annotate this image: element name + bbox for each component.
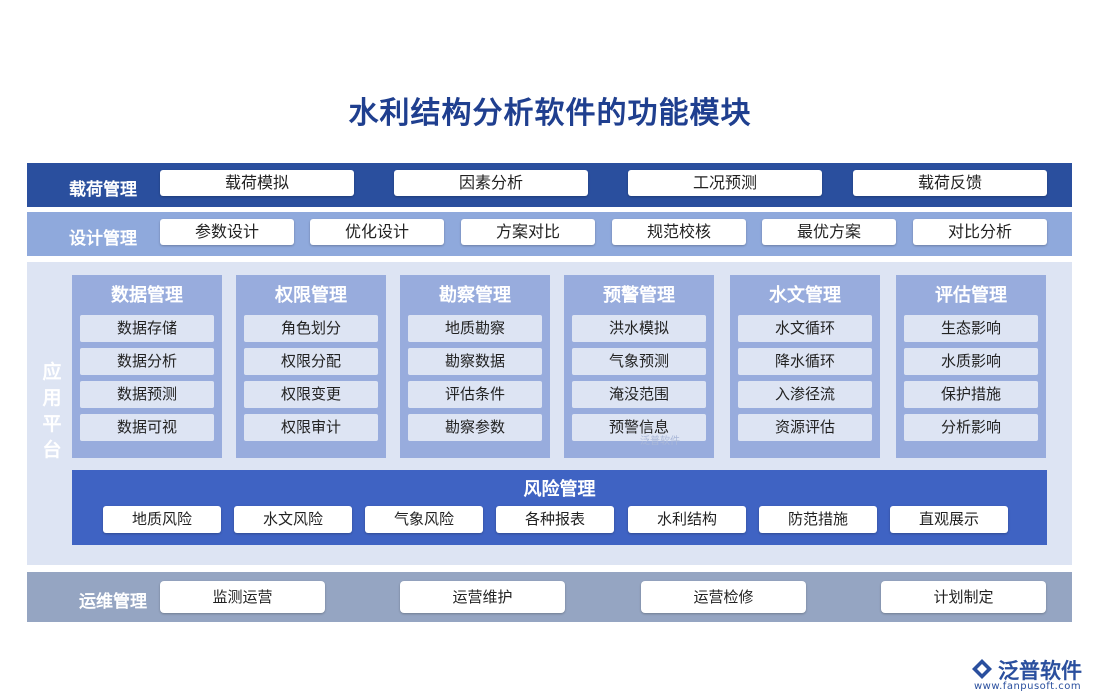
- module-item[interactable]: 资源评估: [738, 414, 872, 441]
- module-item[interactable]: 水质影响: [904, 348, 1038, 375]
- load-management-band: 载荷管理 载荷模拟 因素分析 工况预测 载荷反馈: [27, 163, 1072, 207]
- platform-label-char: 应: [42, 361, 62, 383]
- module-item[interactable]: 降水循环: [738, 348, 872, 375]
- module-hydrology-management: 水文管理 水文循环 降水循环 入渗径流 资源评估: [730, 275, 880, 458]
- risk-item[interactable]: 地质风险: [103, 506, 221, 533]
- design-item[interactable]: 方案对比: [461, 219, 595, 245]
- risk-management-panel: 风险管理 地质风险 水文风险 气象风险 各种报表 水利结构 防范措施 直观展示: [72, 470, 1047, 545]
- design-item[interactable]: 最优方案: [762, 219, 896, 245]
- ops-item[interactable]: 运营检修: [641, 581, 806, 613]
- module-data-management: 数据管理 数据存储 数据分析 数据预测 数据可视: [72, 275, 222, 458]
- risk-management-title: 风险管理: [523, 479, 596, 500]
- module-item[interactable]: 勘察数据: [408, 348, 542, 375]
- module-item[interactable]: 水文循环: [738, 315, 872, 342]
- load-management-label: 载荷管理: [69, 180, 137, 200]
- module-item[interactable]: 权限变更: [244, 381, 378, 408]
- risk-item[interactable]: 气象风险: [365, 506, 483, 533]
- load-item[interactable]: 因素分析: [394, 170, 588, 196]
- module-item[interactable]: 淹没范围: [572, 381, 706, 408]
- module-item[interactable]: 入渗径流: [738, 381, 872, 408]
- module-item[interactable]: 保护措施: [904, 381, 1038, 408]
- risk-item[interactable]: 水文风险: [234, 506, 352, 533]
- operations-management-band: 运维管理 监测运营 运营维护 运营检修 计划制定: [27, 572, 1072, 622]
- module-item[interactable]: 预警信息: [572, 414, 706, 441]
- design-management-label: 设计管理: [69, 229, 137, 249]
- application-platform-band: 应 用 平 台 数据管理 数据存储 数据分析 数据预测 数据可视 权限管理 角色…: [27, 262, 1072, 565]
- module-title: 勘察管理: [439, 285, 511, 306]
- module-item[interactable]: 权限审计: [244, 414, 378, 441]
- module-item[interactable]: 数据分析: [80, 348, 214, 375]
- ops-item[interactable]: 监测运营: [160, 581, 325, 613]
- module-item[interactable]: 勘察参数: [408, 414, 542, 441]
- platform-label-char: 用: [42, 387, 62, 409]
- module-assessment-management: 评估管理 生态影响 水质影响 保护措施 分析影响: [896, 275, 1046, 458]
- module-item[interactable]: 数据可视: [80, 414, 214, 441]
- design-item[interactable]: 优化设计: [310, 219, 444, 245]
- brand-name: 泛普软件: [998, 659, 1082, 683]
- design-item[interactable]: 对比分析: [913, 219, 1047, 245]
- ops-item[interactable]: 计划制定: [881, 581, 1046, 613]
- watermark-text: 泛普软件: [640, 436, 680, 447]
- module-title: 预警管理: [603, 285, 675, 306]
- brand-logo: 泛普软件 www.fanpusoft.com: [970, 655, 1095, 695]
- module-item[interactable]: 数据存储: [80, 315, 214, 342]
- platform-label-char: 平: [42, 413, 62, 435]
- module-permission-management: 权限管理 角色划分 权限分配 权限变更 权限审计: [236, 275, 386, 458]
- module-item[interactable]: 洪水模拟: [572, 315, 706, 342]
- module-title: 权限管理: [275, 285, 347, 306]
- risk-item[interactable]: 防范措施: [759, 506, 877, 533]
- module-item[interactable]: 气象预测: [572, 348, 706, 375]
- module-item[interactable]: 分析影响: [904, 414, 1038, 441]
- risk-item[interactable]: 水利结构: [628, 506, 746, 533]
- brand-logo-icon: [972, 659, 992, 679]
- page-title: 水利结构分析软件的功能模块: [348, 96, 752, 131]
- design-item[interactable]: 参数设计: [160, 219, 294, 245]
- module-title: 数据管理: [111, 285, 183, 306]
- module-title: 评估管理: [935, 285, 1007, 306]
- module-item[interactable]: 生态影响: [904, 315, 1038, 342]
- module-warning-management: 预警管理 洪水模拟 气象预测 淹没范围 预警信息: [564, 275, 714, 458]
- operations-management-label: 运维管理: [79, 592, 147, 612]
- platform-label-char: 台: [42, 439, 62, 461]
- module-item[interactable]: 评估条件: [408, 381, 542, 408]
- design-management-band: 设计管理 参数设计 优化设计 方案对比 规范校核 最优方案 对比分析: [27, 212, 1072, 256]
- module-item[interactable]: 数据预测: [80, 381, 214, 408]
- risk-item[interactable]: 直观展示: [890, 506, 1008, 533]
- risk-item[interactable]: 各种报表: [496, 506, 614, 533]
- application-platform-label: 应 用 平 台: [39, 359, 65, 463]
- module-item[interactable]: 权限分配: [244, 348, 378, 375]
- ops-item[interactable]: 运营维护: [400, 581, 565, 613]
- brand-url: www.fanpusoft.com: [974, 681, 1082, 692]
- load-item[interactable]: 载荷反馈: [853, 170, 1047, 196]
- module-survey-management: 勘察管理 地质勘察 勘察数据 评估条件 勘察参数: [400, 275, 550, 458]
- module-item[interactable]: 地质勘察: [408, 315, 542, 342]
- design-item[interactable]: 规范校核: [612, 219, 746, 245]
- module-item[interactable]: 角色划分: [244, 315, 378, 342]
- load-item[interactable]: 工况预测: [628, 170, 822, 196]
- load-item[interactable]: 载荷模拟: [160, 170, 354, 196]
- module-title: 水文管理: [769, 285, 841, 306]
